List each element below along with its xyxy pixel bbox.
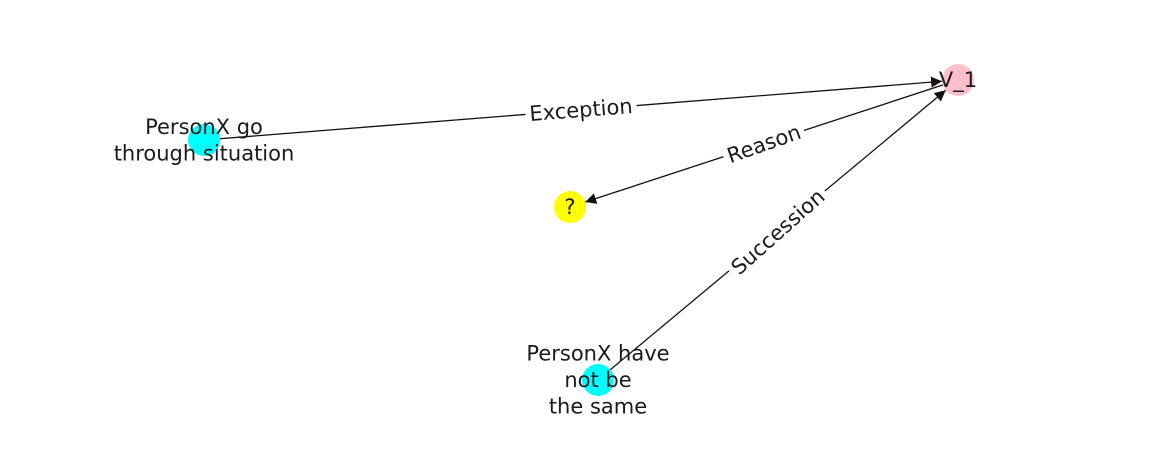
node-label-line: ? bbox=[564, 195, 575, 219]
node-label-line: PersonX go bbox=[145, 115, 263, 139]
edge-label-reason: Reason bbox=[719, 117, 809, 171]
node-label-q: ? bbox=[564, 195, 575, 219]
edge-label-text: Succession bbox=[726, 184, 829, 279]
node-label-line: PersonX have bbox=[526, 342, 669, 366]
node-q[interactable] bbox=[554, 191, 586, 223]
node-x-have[interactable] bbox=[582, 364, 614, 396]
node-label-line: through situation bbox=[114, 141, 295, 165]
edge-layer bbox=[203, 76, 959, 381]
node-v1[interactable] bbox=[942, 64, 974, 96]
edge-label-text: Exception bbox=[529, 94, 634, 126]
node-label-line: the same bbox=[549, 395, 647, 419]
edge-label-background bbox=[524, 92, 638, 128]
node-label-v1: V_1 bbox=[939, 68, 977, 93]
node-layer bbox=[188, 64, 974, 396]
edge-label-exception: Exception bbox=[524, 92, 638, 128]
edge-label-succession: Succession bbox=[722, 180, 834, 284]
node-label-line: V_1 bbox=[939, 68, 977, 93]
edge-label-background bbox=[722, 180, 834, 284]
edge-label-background bbox=[719, 117, 809, 171]
node-label-line: not be bbox=[564, 368, 631, 392]
edge-label-text: Reason bbox=[724, 120, 804, 168]
node-x-go[interactable] bbox=[188, 124, 220, 156]
